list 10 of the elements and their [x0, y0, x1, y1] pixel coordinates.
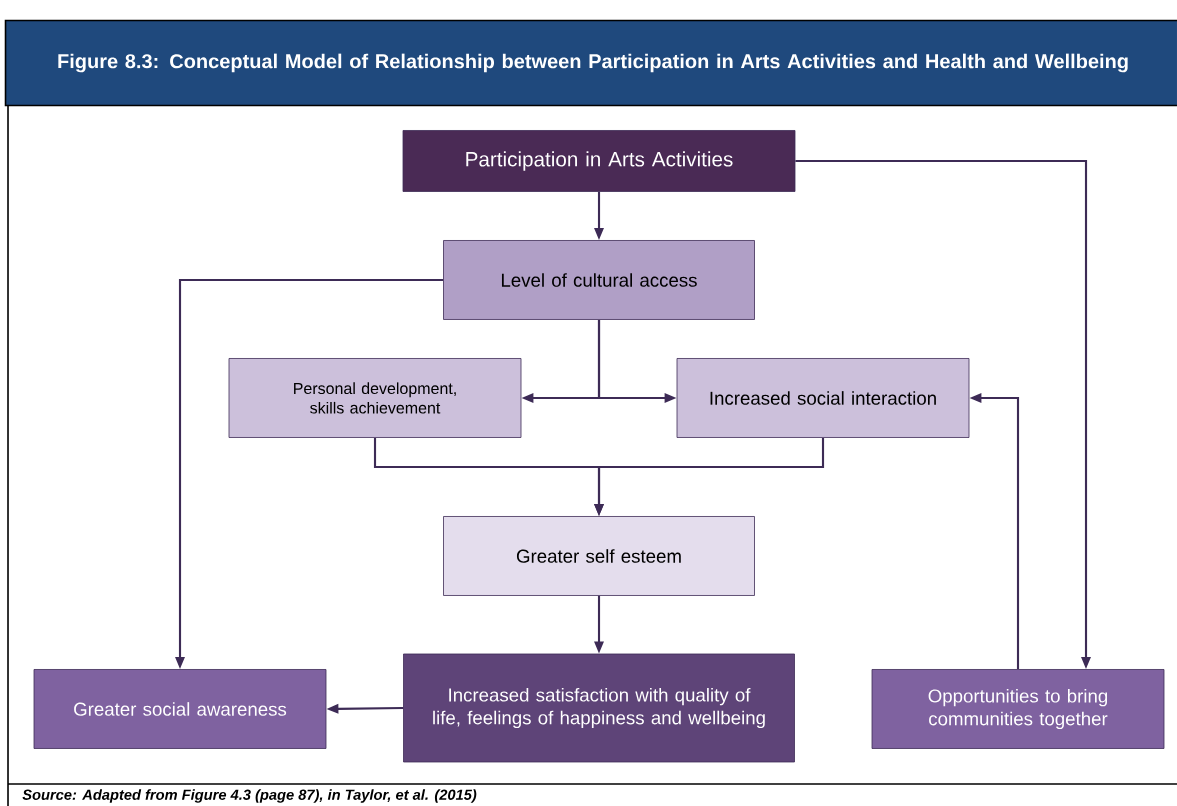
title-banner: Figure 8.3: Conceptual Model of Relationship between Participation in Arts Activities and Health and Wellbeing — [4, 19, 1177, 107]
process-box: Opportunities to bring communities together — [871, 669, 1165, 749]
process-box: Increased satisfaction with quality of life, feelings of happiness and wellbeing — [403, 653, 795, 763]
process-box: Personal development, skills achievement — [228, 358, 522, 438]
source-caption: Source: Adapted from Figure 4.3 (page 87), in Taylor, et al. (2015) — [22, 789, 477, 803]
process-box: Participation in Arts Activities — [402, 130, 796, 192]
process-box: Level of cultural access — [443, 240, 755, 320]
process-box: Greater social awareness — [33, 669, 327, 749]
process-box: Greater self esteem — [443, 516, 755, 596]
process-box: Increased social interaction — [676, 358, 970, 438]
